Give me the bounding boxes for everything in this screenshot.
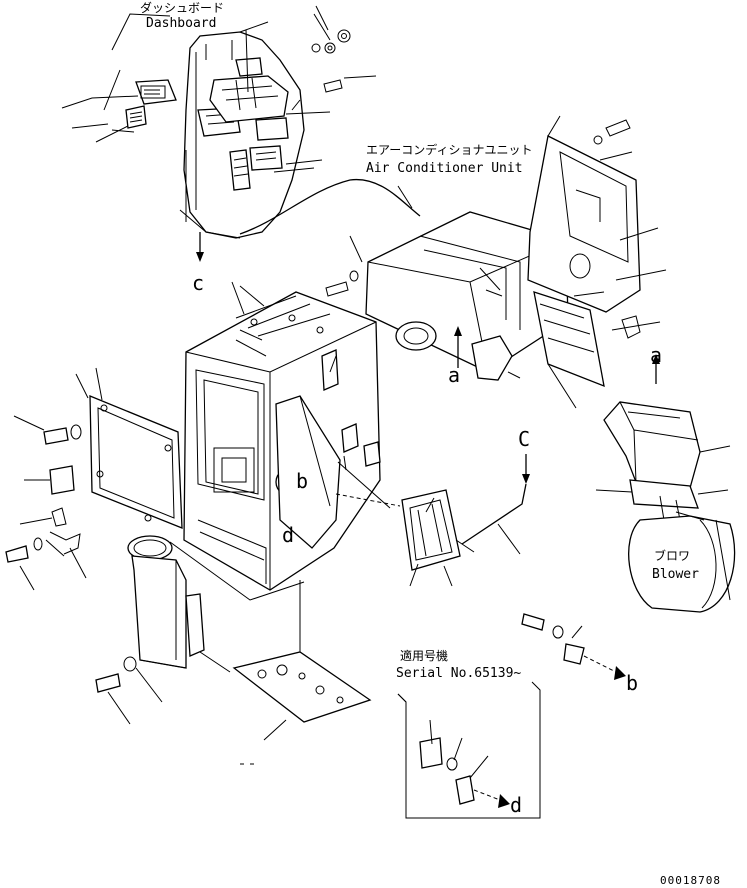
blower-assembly [595, 354, 736, 613]
ref-marker-d-bottom: d [510, 793, 522, 817]
ref-marker-c-mid: C [518, 427, 530, 451]
drawing-number: 00018708 [660, 874, 721, 887]
sensor-bolt [521, 613, 626, 680]
ref-marker-c-top: c [192, 271, 204, 295]
ref-marker-d-cabinet: d [282, 523, 294, 547]
blower-label-en: Blower [652, 567, 699, 582]
dashboard-label-jp: ダッシュボード [140, 0, 224, 15]
ref-marker-b-bottom: b [626, 671, 638, 695]
blower-label-jp: ブロワ [654, 548, 690, 563]
side-panel [5, 367, 183, 591]
serial-inset-box [397, 681, 541, 819]
aircon-label-jp: エアーコンディショナユニット [366, 142, 532, 157]
floor-plate [232, 651, 372, 765]
serial-label-jp: 適用号機 [400, 648, 448, 663]
ref-marker-a-unit: a [448, 363, 460, 387]
duct-box [95, 535, 305, 725]
ref-marker-a-right: a [650, 343, 662, 367]
ref-marker-b-cabinet: b [296, 469, 308, 493]
controller-bracket [401, 454, 530, 587]
cabinet-frame [183, 281, 401, 690]
serial-label-en: Serial No.65139~ [396, 666, 521, 681]
dashboard-label-en: Dashboard [146, 16, 216, 31]
aircon-label-en: Air Conditioner Unit [366, 161, 523, 176]
air-conditioner-unit [239, 115, 667, 409]
dashboard-assembly [61, 5, 421, 262]
